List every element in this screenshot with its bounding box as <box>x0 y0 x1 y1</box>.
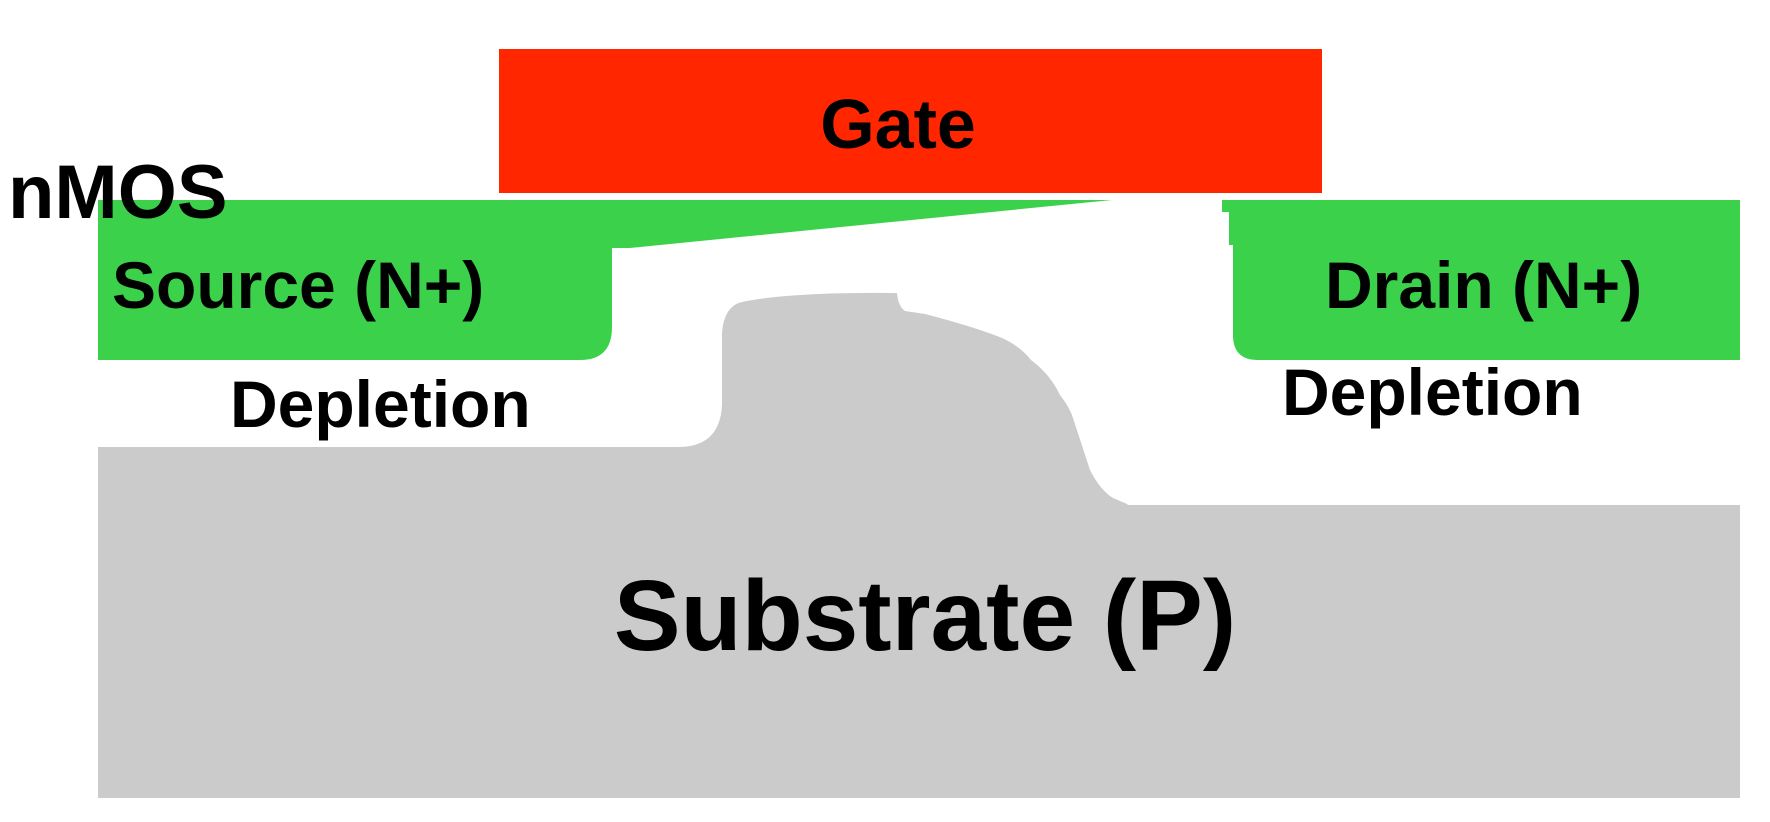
gate-label: Gate <box>820 85 976 163</box>
gate-region <box>499 49 1322 193</box>
diagram-title: nMOS <box>8 150 228 235</box>
drain-label: Drain (N+) <box>1325 248 1642 322</box>
drain-depletion-label: Depletion <box>1282 355 1583 429</box>
source-label: Source (N+) <box>112 248 484 322</box>
drain-region <box>1222 200 1740 360</box>
source-region <box>98 200 1112 360</box>
source-depletion-label: Depletion <box>230 367 531 441</box>
substrate-label: Substrate (P) <box>614 560 1236 672</box>
substrate-region <box>98 292 1740 798</box>
